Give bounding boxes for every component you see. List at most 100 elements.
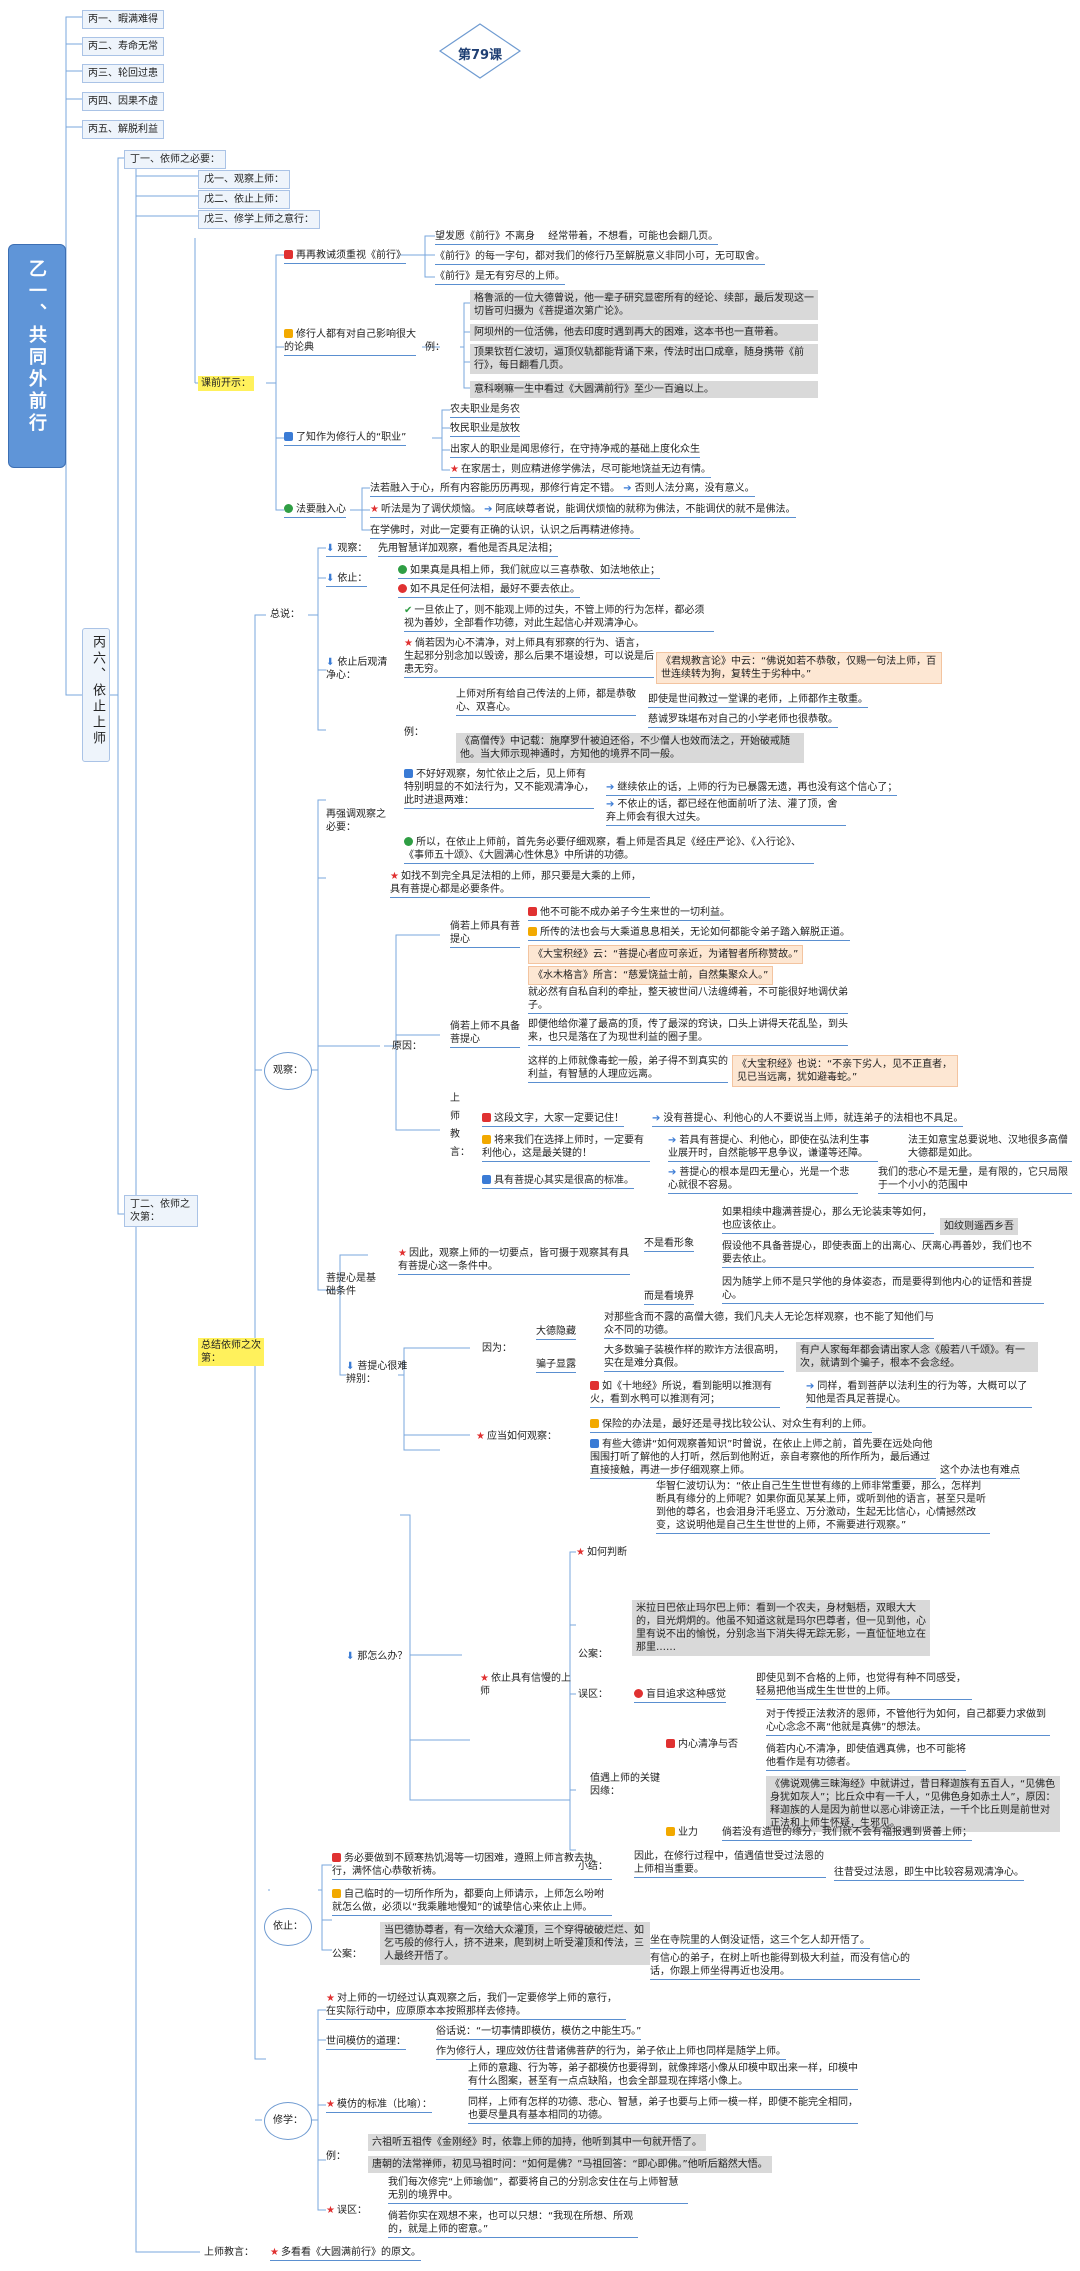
- ding1: 丁一、依师之必要：: [124, 150, 226, 169]
- yuanyin-w2d: 《大宝积经》也说：“不亲下劣人，见不正直者，见已当远离，犹如避毒蛇。”: [732, 1055, 958, 1087]
- nanbian-text: 菩提心很难辨别：: [346, 1361, 408, 1385]
- pan: 如何判断: [586, 1547, 627, 1558]
- xiuxue-c: ★模仿的标准（比喻）：: [326, 2098, 432, 2113]
- nanbian-c2: 保险的办法是，最好还是寻找比较公认、对众生有利的上师。: [590, 1418, 872, 1433]
- lesson-title-diamond: 第79课: [438, 22, 522, 80]
- w1b: 所传的法也会与大乘道息息相关，无论如何都能令弟子踏入解脱正道。: [540, 927, 850, 938]
- zenme-yu1b: 倘若内心不清净，即使值遇真佛，也不可能将他看作是有功德者。: [766, 1743, 966, 1771]
- yuanyin-w3a2: ➔没有菩提心、利他心的人不要说当上师，就连弟子的法相也不具足。: [652, 1112, 964, 1127]
- bixu-b: 所以，在依止上师前，首先务必要仔细观察，看上师是否具足《经庄严论》、《入行论》、…: [404, 836, 814, 864]
- s3-item-4-text: 在家居士，则应精进修学佛法，尽可能地饶益无边有情。: [460, 464, 711, 475]
- jiaoyan-text: ★多看看《大圆满前行》的原文。: [270, 2246, 421, 2261]
- s4-line-2: ★听法是为了调伏烦恼。 ➔阿底峡尊者说，能调伏烦恼的就称为佛法，不能调伏的就不是…: [370, 503, 796, 518]
- yuanyin-w1d: 《水木格言》所言：“慈爱饶益士前，自然集聚众人。”: [528, 966, 774, 985]
- priority-icon: [528, 907, 537, 916]
- yizhi3-a: 务必要做到不顾寒热饥渴等一切困难，遵照上师言教去执行，满怀信心恭敬祈祷。: [332, 1852, 612, 1880]
- yizhi3-gong-t: 当巴德协尊者，有一次给大众灌顶，三个穿得破破烂烂、如乞丐般的修行人，挤不进来，爬…: [380, 1922, 650, 1965]
- preamble-item-4: 丙四、因果不虚: [82, 92, 164, 111]
- yuanyin-w2c: 这样的上师就像毒蛇一般，弟子得不到真实的利益，有智慧的人理应远离。: [528, 1055, 728, 1083]
- s4-l1b: 否则人法分离，没有意义。: [634, 483, 755, 494]
- zs-yizhi-b: 如不具足任何法相，最好不要去依止。: [398, 583, 580, 598]
- yizhi3-gong-b: 坐在寺院里的人倒没证悟，这三个乞人却开悟了。: [650, 1934, 870, 1949]
- star-icon: ★: [370, 504, 379, 515]
- bing6-node: 丙六、依止上师: [82, 628, 110, 762]
- w3c: 具有菩提心其实是很高的标准。: [494, 1175, 634, 1186]
- s4-l1: 法若融入于心，所有内容能历历再现，那修行肯定不错。: [370, 483, 620, 494]
- zenme-wu-a: 盲目追求这种感觉: [634, 1688, 726, 1703]
- yuanyin-w3c: 具有菩提心其实是很高的标准。: [482, 1174, 634, 1189]
- yu1: 内心清净与否: [678, 1739, 738, 1750]
- yuanyin-w3c3: 我们的悲心不是无量，是有限的，它只局限于一个小小的范围中: [878, 1166, 1072, 1194]
- zs-hou-b2: 《君规教言论》中云：“佛说如若不恭敬，仅赐一句法上师，百世连续转为狗，复转生于劣…: [656, 652, 942, 684]
- zs-guancha: ⬇观察：: [326, 542, 368, 557]
- s4-line-3: 在学佛时，对此一定要有正确的认识，认识之后再精进修持。: [370, 524, 640, 539]
- c1: 如《十地经》所说，看到能明以推测有火，看到水鸭可以推测有河；: [590, 1381, 772, 1405]
- star-icon: ★: [398, 1248, 407, 1259]
- zenme-wu: 误区：: [578, 1689, 608, 1700]
- zs-yizhi-text: 依止：: [337, 573, 368, 584]
- jichu-a: ★因此，观察上师的一切要点，皆可摄于观察其有具有菩提心这一条件中。: [398, 1247, 630, 1275]
- star-icon: ★: [576, 1547, 585, 1558]
- priority-icon: [482, 1135, 491, 1144]
- xiuxue-wu-a: 我们每次修完“上师瑜伽”，都要将自己的分别念安住在与上师智慧无别的境界中。: [388, 2176, 688, 2204]
- xiuxue-node: 修学：: [264, 2102, 312, 2140]
- nanbian-b1: 大多数骗子装模作样的欺诈方法很高明，实在是难分真假。: [604, 1344, 784, 1372]
- zenme-yu2a: 倘若没有造世的缘分，我们就不会有福报遇到贤善上师；: [722, 1826, 972, 1841]
- s4-head: 法要融入心: [284, 503, 346, 518]
- bixu-label: 再强调观察之必要：: [326, 809, 386, 833]
- s2-item-1: 格鲁派的一位大德曾说，他一辈子研究显密所有的经论、续部，最后发现这一切皆可归摄为…: [470, 290, 818, 320]
- kaijiang-label: 课前开示：: [198, 376, 254, 391]
- s1-item-1: 望发愿《前行》不离身 经常带着，不想看，可能也会翻几页。: [435, 230, 719, 245]
- lesson-title: 第79课: [457, 48, 503, 63]
- priority-icon: [332, 1889, 341, 1898]
- zs-hou-b: ★倘若因为心不清净，对上师具有邪察的行为、语言，生起邪分别念加以毁谤，那么后果不…: [404, 637, 654, 678]
- xiuxue-wu-b: 倘若你实在观想不来，也可以只想：“我现在所想、所观的，就是上师的密意。”: [388, 2210, 638, 2238]
- zs-hou-b-text: 倘若因为心不清净，对上师具有邪察的行为、语言，生起邪分别念加以毁谤，那么后果不堪…: [404, 638, 654, 675]
- nanbian-c1b: ➔同样，看到菩萨以法利生的行为等，大概可以了知他是否具足菩提心。: [806, 1380, 1032, 1408]
- bixu-a: 不好好观察，匆忙依止之后，见上师有特别明显的不如法行为，又不能观清净心，此时进退…: [404, 768, 594, 809]
- zenme-yu1a: 对于传授正法救济的恩师，不管他行为如何，自己都要力求做到心心念念不离“他就是真佛…: [766, 1708, 1050, 1736]
- xiuxue-a: ★对上师的一切经过认真观察之后，我们一定要修学上师的意行，在实际行动中，应原原本…: [326, 1992, 626, 2020]
- priority-icon: [482, 1175, 491, 1184]
- zs-hou: ⬇依止后观清净心：: [326, 656, 388, 682]
- priority-icon: [666, 1739, 675, 1748]
- zs-hou-a-text: 一旦依止了，则不能观上师的过失，不管上师的行为怎样，都必须视为善妙，全部看作功德…: [404, 605, 705, 629]
- zs-li: 例：: [404, 727, 424, 738]
- c1b: 同样，看到菩萨以法利生的行为等，大概可以了知他是否具足菩提心。: [806, 1381, 1028, 1405]
- yuanyin-w2a: 就必然有自私自利的牵扯，整天被世间八法缠缚着，不可能很好地调伏弟子。: [528, 986, 848, 1014]
- s2-head: 修行人都有对自己影响很大的论典: [284, 328, 416, 356]
- w3b: 将来我们在选择上师时，一定要有利他心，这是最关键的！: [482, 1135, 644, 1159]
- yuanyin-w3: 上师教言：: [450, 1093, 470, 1158]
- down-arrow-icon: ⬇: [326, 657, 335, 668]
- zs-yizhi: ⬇依止：: [326, 572, 368, 587]
- s1-head-text: 再再教诫须重视《前行》: [296, 250, 406, 261]
- arrow-icon: ➔: [484, 504, 493, 515]
- xiuxue-b: 世间模仿的道理：: [326, 2035, 406, 2050]
- jichu-b2: 假设他不具备菩提心，即使表面上的出离心、厌离心再善妙，我们也不要去依止。: [722, 1240, 1034, 1268]
- zs-guancha-t: 先用智慧详加观察，看他是否具足法相；: [378, 542, 558, 557]
- bixu-a1: ➔继续依止的话，上师的行为已暴露无遗，再也没有这个信心了；: [606, 781, 898, 796]
- yizhi3-b: 自己临时的一切所作所为，都要向上师请示，上师怎么吩咐就怎么做，必须以“我乘雕地慢…: [332, 1888, 612, 1916]
- zenme-pan-t: 华智仁波切认为：“依止自己生生世世有缘的上师非常重要，那么，怎样判断具有缘分的上…: [656, 1480, 990, 1534]
- rubu-text: ★如找不到完全具足法相的上师，那只要是大乘的上师，具有菩提心都是必要条件。: [390, 870, 650, 898]
- arrow-icon: ➔: [668, 1135, 677, 1146]
- s1-item-2: 《前行》的每一字句，都对我们的修行乃至解脱意义非同小可，无可取舍。: [435, 250, 765, 265]
- s3-item-1: 农夫职业是务农: [450, 403, 520, 418]
- xiuxue-li: 例：: [326, 2151, 346, 2162]
- nanbian-b2: 有户人家每年都会请出家人念《般若八千颂》。有一次，就请到个骗子，根本不会念经。: [796, 1342, 1038, 1372]
- zs-guancha-text: 观察：: [337, 543, 368, 554]
- yuanyin-w1: 倘若上师具有菩提心: [450, 920, 520, 948]
- down-arrow-icon: ⬇: [326, 543, 335, 554]
- rubu-t: 如找不到完全具足法相的上师，那只要是大乘的上师，具有菩提心都是必要条件。: [390, 871, 641, 895]
- check-icon: [398, 565, 407, 574]
- zs-li-c: 慈诚罗珠堪布对自己的小学老师也很恭敬。: [648, 713, 838, 728]
- arrow-icon: ➔: [668, 1167, 677, 1178]
- s2-item-3: 顶果钦哲仁波切，逼顶仪轨都能背诵下来，传法时出口成章，随身携带《前行》，每日翻看…: [470, 344, 818, 374]
- xx-wu: 误区：: [336, 2205, 367, 2216]
- priority-icon: [404, 769, 413, 778]
- zenme-text: 那怎么办？: [357, 1651, 408, 1662]
- xx-a: 对上师的一切经过认真观察之后，我们一定要修学上师的意行，在实际行动中，应原原本本…: [326, 1993, 617, 2017]
- nanbian-b: 骗子显露: [536, 1358, 576, 1373]
- star-icon: ★: [476, 1431, 485, 1442]
